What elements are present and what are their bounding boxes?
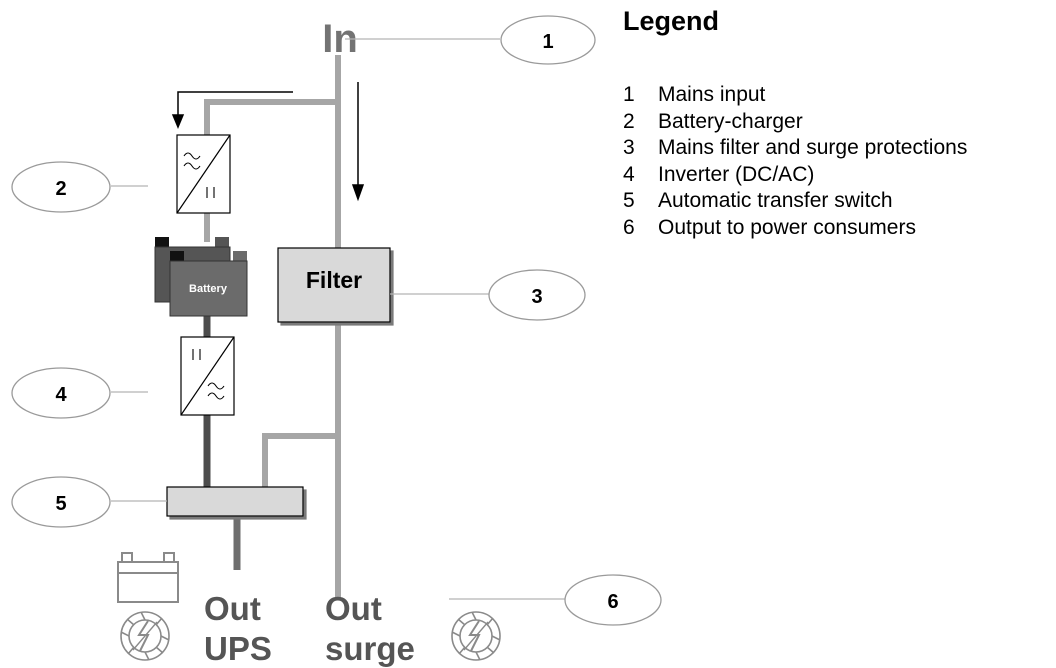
battery-label: Battery: [189, 283, 228, 295]
legend-item-number: 1: [623, 83, 635, 106]
callout-4: 4: [11, 367, 111, 419]
legend-item: 1 Mains input: [623, 82, 967, 109]
flow-arrows: [171, 82, 365, 202]
surge-protection-icon: [451, 611, 501, 661]
legend-list: 1 Mains input 2 Battery-charger 3 Mains fil…: [623, 82, 967, 241]
out-ups-line1: Out: [204, 590, 261, 627]
transfer-switch: [166, 486, 304, 517]
legend-item-number: 2: [623, 109, 635, 133]
out-surge-line2: surge: [325, 630, 415, 667]
legend-item: 4 Inverter (DC/AC): [623, 162, 967, 189]
inverter-symbol: [180, 336, 235, 416]
legend-item-text: Output to power consumers: [658, 215, 916, 239]
callout-3-label: 3: [531, 286, 542, 308]
legend-item: 5 Automatic transfer switch: [623, 188, 967, 215]
callout-2-label: 2: [55, 178, 66, 200]
filter-label: Filter: [306, 267, 362, 293]
legend-item-text: Automatic transfer switch: [658, 189, 893, 212]
mains-bus: [204, 55, 341, 600]
legend-item-text: Mains filter and surge protections: [658, 136, 968, 159]
legend-title: Legend: [623, 6, 720, 36]
charger-symbol: [176, 134, 231, 214]
legend-item-text: Inverter (DC/AC): [658, 162, 815, 186]
legend-item: 3 Mains filter and surge protections: [623, 135, 967, 162]
legend-item-text: Mains input: [658, 83, 766, 106]
callout-6-label: 6: [607, 591, 618, 613]
legend-item-number: 5: [623, 189, 635, 212]
callout-1-label: 1: [542, 31, 553, 53]
callout-1: 1: [500, 15, 596, 65]
filter-box: Filter: [277, 247, 391, 323]
battery-block: Battery: [154, 237, 248, 317]
surge-protection-icon: [120, 611, 170, 661]
callout-leaders: [111, 38, 565, 600]
callout-6: 6: [564, 574, 662, 626]
callout-2: 2: [11, 161, 111, 213]
legend-item-number: 3: [623, 136, 635, 159]
legend-item-number: 4: [623, 162, 635, 186]
legend-item: 6 Output to power consumers: [623, 215, 967, 242]
callout-5: 5: [11, 476, 111, 528]
callout-4-label: 4: [55, 384, 67, 406]
out-ups-line2: UPS: [204, 630, 272, 667]
callout-3: 3: [488, 269, 586, 321]
callout-5-label: 5: [55, 493, 66, 515]
battery-icon: [117, 552, 179, 603]
legend-item: 2 Battery-charger: [623, 109, 967, 136]
legend-item-text: Battery-charger: [658, 109, 803, 133]
legend-item-number: 6: [623, 215, 635, 239]
out-surge-line1: Out: [325, 590, 382, 627]
